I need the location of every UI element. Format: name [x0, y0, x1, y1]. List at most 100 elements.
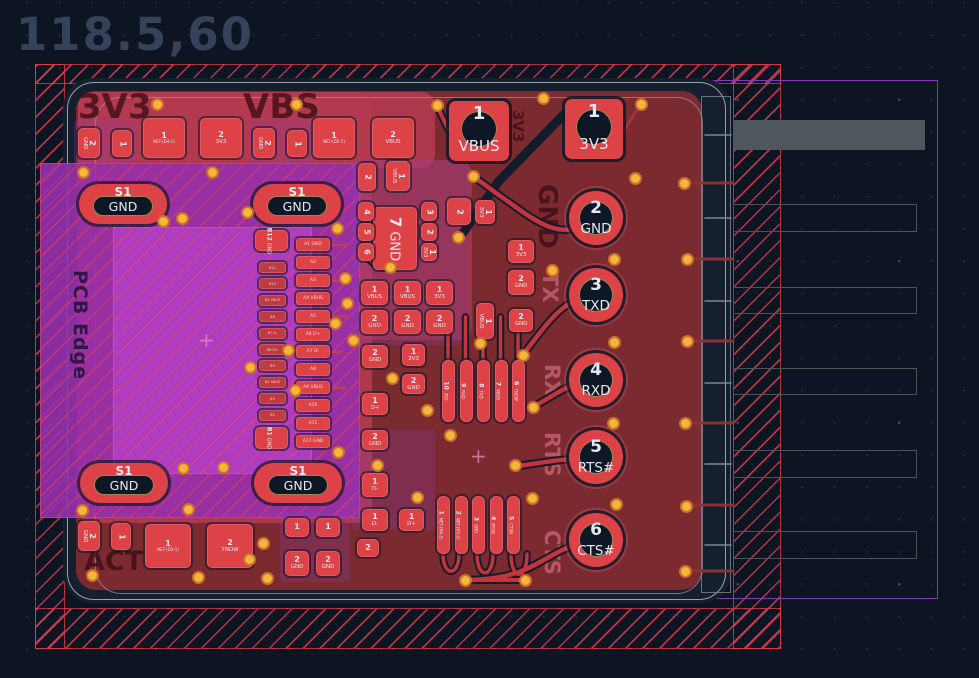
via[interactable]	[525, 491, 539, 505]
pad-pin-5[interactable]: 5CTSN	[507, 496, 520, 554]
pad-usb-b9[interactable]: B9 VBUS	[259, 294, 286, 306]
via[interactable]	[420, 403, 434, 417]
via[interactable]	[607, 252, 621, 266]
via[interactable]	[242, 552, 256, 566]
via[interactable]	[466, 169, 480, 183]
via[interactable]	[340, 296, 354, 310]
pad-small[interactable]: 2	[421, 223, 437, 241]
via[interactable]	[473, 336, 487, 350]
via[interactable]	[370, 458, 384, 472]
via[interactable]	[85, 568, 99, 582]
pad-usb-a4[interactable]: A4 VBUS	[296, 291, 330, 305]
pad-usb-a11[interactable]: A11	[296, 417, 330, 430]
via[interactable]	[607, 335, 621, 349]
via[interactable]	[609, 497, 623, 511]
via[interactable]	[430, 98, 444, 112]
via[interactable]	[385, 371, 399, 385]
pad-usb-a5[interactable]: A5	[296, 309, 330, 323]
pad-usb-a2[interactable]: A2	[296, 255, 330, 269]
via[interactable]	[526, 400, 540, 414]
pad-usb-b4[interactable]: B4 VBUS	[259, 376, 286, 388]
via[interactable]	[451, 230, 465, 244]
pad-small[interactable]: 1	[287, 130, 307, 157]
pad-usb-a6[interactable]: A6 D+	[296, 327, 330, 341]
via[interactable]	[156, 214, 170, 228]
pad-small[interactable]: 1	[316, 518, 340, 537]
via[interactable]	[443, 428, 457, 442]
via[interactable]	[410, 490, 424, 504]
pad-small[interactable]: 5	[358, 223, 374, 241]
pad-pin-1[interactable]: 1NET-(R4-2)	[437, 496, 450, 554]
via[interactable]	[678, 416, 692, 430]
via[interactable]	[516, 348, 530, 362]
pad-small[interactable]: 2	[357, 539, 379, 557]
via[interactable]	[328, 316, 342, 330]
via[interactable]	[281, 343, 295, 357]
via[interactable]	[243, 360, 257, 374]
via[interactable]	[680, 252, 694, 266]
pad-usb-a10[interactable]: A10	[296, 399, 330, 413]
pad-small[interactable]: 2	[358, 163, 376, 191]
pad-usb-b7[interactable]: B7 D-	[259, 327, 286, 339]
pad-usb-a3[interactable]: A3	[296, 273, 330, 287]
pad-usb-b1[interactable]: B1GND	[255, 427, 288, 449]
via[interactable]	[76, 165, 90, 179]
pad-usb-a8[interactable]: A8	[296, 363, 330, 377]
pad-ic-thermal[interactable]: 7GND	[373, 207, 417, 270]
via[interactable]	[634, 97, 648, 111]
via[interactable]	[330, 221, 344, 235]
via[interactable]	[508, 458, 522, 472]
via[interactable]	[191, 570, 205, 584]
via[interactable]	[679, 499, 693, 513]
via[interactable]	[289, 97, 303, 111]
via[interactable]	[181, 502, 195, 516]
via[interactable]	[346, 333, 360, 347]
pad-small[interactable]: 6	[358, 243, 374, 261]
pad-usb-a12[interactable]: A12 GND	[296, 434, 330, 448]
via[interactable]	[176, 461, 190, 475]
via[interactable]	[216, 460, 230, 474]
via[interactable]	[678, 564, 692, 578]
via[interactable]	[256, 536, 270, 550]
via[interactable]	[518, 573, 532, 587]
pad-usb-b10[interactable]: B10	[259, 278, 286, 290]
pad-usb-b11[interactable]: B11	[259, 262, 286, 273]
pad-small[interactable]: 1	[112, 130, 132, 157]
via[interactable]	[458, 573, 472, 587]
pad-pin-2[interactable]: 2NET-(R3-2)	[454, 496, 468, 554]
pad-small[interactable]: 3	[421, 202, 437, 221]
via[interactable]	[338, 271, 352, 285]
pad-small[interactable]: 2	[447, 198, 471, 225]
